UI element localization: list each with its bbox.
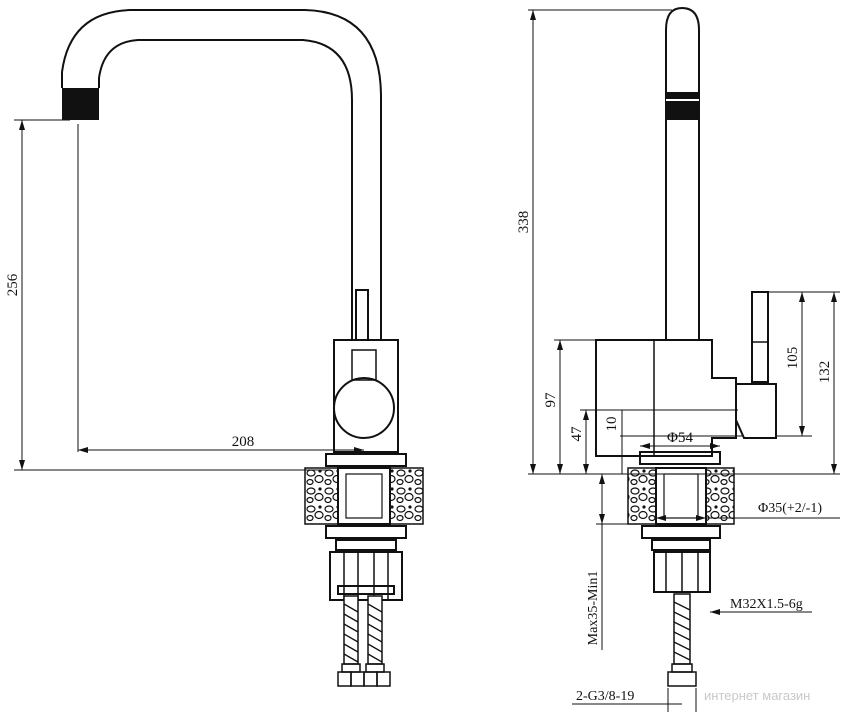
dim-hose-thread: 2-G3/8-19 [576,689,634,704]
dim-offset-10: 10 [604,417,620,432]
dim-reach-208: 208 [232,434,255,450]
dim-offset-47: 47 [569,426,585,442]
dim-countertop-range: Max35-Min1 [586,571,601,646]
dim-total-338: 338 [516,211,532,234]
dim-height-256: 256 [5,273,21,296]
watermark: интернет магазин [704,688,810,703]
handle-knob [333,377,395,439]
side-spout-band [666,92,699,120]
dim-handle-105: 105 [785,347,801,370]
dim-body-97: 97 [543,392,559,408]
side-handle [751,291,769,383]
side-view: 338 97 47 10 Φ54 105 132 Φ35(+2/-1) [516,6,840,712]
faucet-body [333,339,399,453]
dim-handle-132: 132 [817,361,833,384]
spout-tip [62,88,99,120]
hoses [337,595,391,687]
dim-hole-35: Φ35(+2/-1) [758,501,822,516]
front-view: 256 208 [5,9,424,687]
dim-diameter-54: Φ54 [667,430,693,446]
handle-lever [355,289,369,341]
side-body [595,339,737,457]
dim-thread-m32: M32X1.5-6g [730,597,803,612]
